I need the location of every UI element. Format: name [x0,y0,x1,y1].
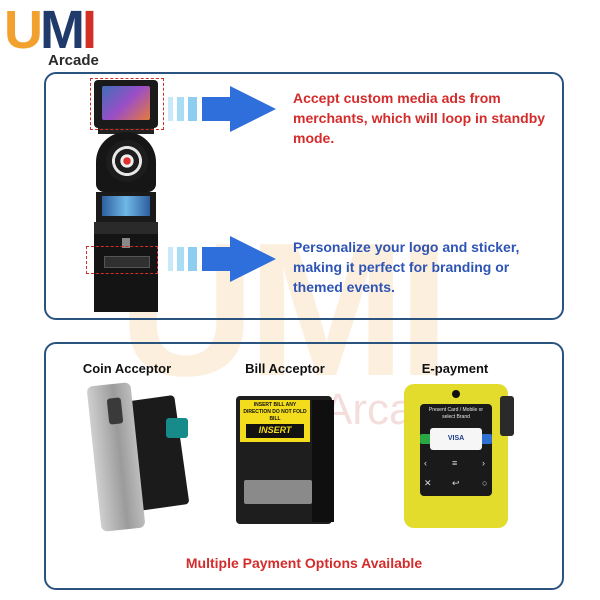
left-arrow-icon: ‹ [424,458,427,468]
logo-letters: UMI [4,0,97,60]
dartboard-icon [106,140,148,182]
right-chevron-icon: › [482,458,485,468]
right-arrow-icon [168,86,276,132]
bill-sticker-instructions: INSERT BILL ANY DIRECTION DO NOT FOLD BI… [243,402,307,422]
payment-options-panel [44,342,564,590]
customization-panel [44,72,564,320]
bill-insert-slot [244,480,312,504]
back-icon: ↩ [452,478,460,488]
coin-slot-icon [106,397,124,425]
media-ads-description: Accept custom media ads from merchants, … [293,90,546,146]
cancel-icon: ✕ [424,478,432,488]
epayment-screen [420,404,492,496]
logo-letter-i: I [81,0,97,60]
dart-machine-image [88,78,164,312]
payment-options-caption: Multiple Payment Options Available [185,555,423,571]
camera-icon [452,390,460,398]
coin-acceptor-sensor [166,418,188,438]
machine-score-screen [102,196,150,216]
machine-neck [98,128,154,134]
nfc-icon [480,434,492,444]
logo-letter-m: M [40,0,85,60]
epayment-label: E-payment [421,361,489,376]
highlight-ad-screen [90,78,164,130]
coin-acceptor-label: Coin Acceptor [82,361,172,376]
epayment-screen-text: Present Card / Mobile or select Brand [428,407,484,420]
highlight-logo-sticker [86,246,158,274]
machine-coin-slot [122,238,130,248]
bill-acceptor-label: Bill Acceptor [245,361,325,376]
mobile-pay-icon [420,434,432,444]
visa-card-icon: VISA [430,428,482,450]
machine-ad-screen [102,86,150,120]
machine-button-panel [94,222,158,234]
menu-icon: ≡ [452,458,458,468]
brand-logo: UMI Arcade [4,0,108,69]
logo-subtitle: Arcade [48,52,99,69]
bill-sticker-band [246,424,304,438]
bill-sticker-insert: INSERT [258,425,292,435]
machine-logo-sticker [104,256,150,268]
logo-letter-u: U [4,0,43,60]
branding-description: Personalize your logo and sticker, makin… [293,239,520,295]
right-arrow-icon [168,236,276,282]
epayment-side-mount [500,396,514,436]
visa-card-brand: VISA [447,435,465,442]
confirm-icon: ○ [482,478,488,488]
bill-acceptor-side [312,400,334,522]
